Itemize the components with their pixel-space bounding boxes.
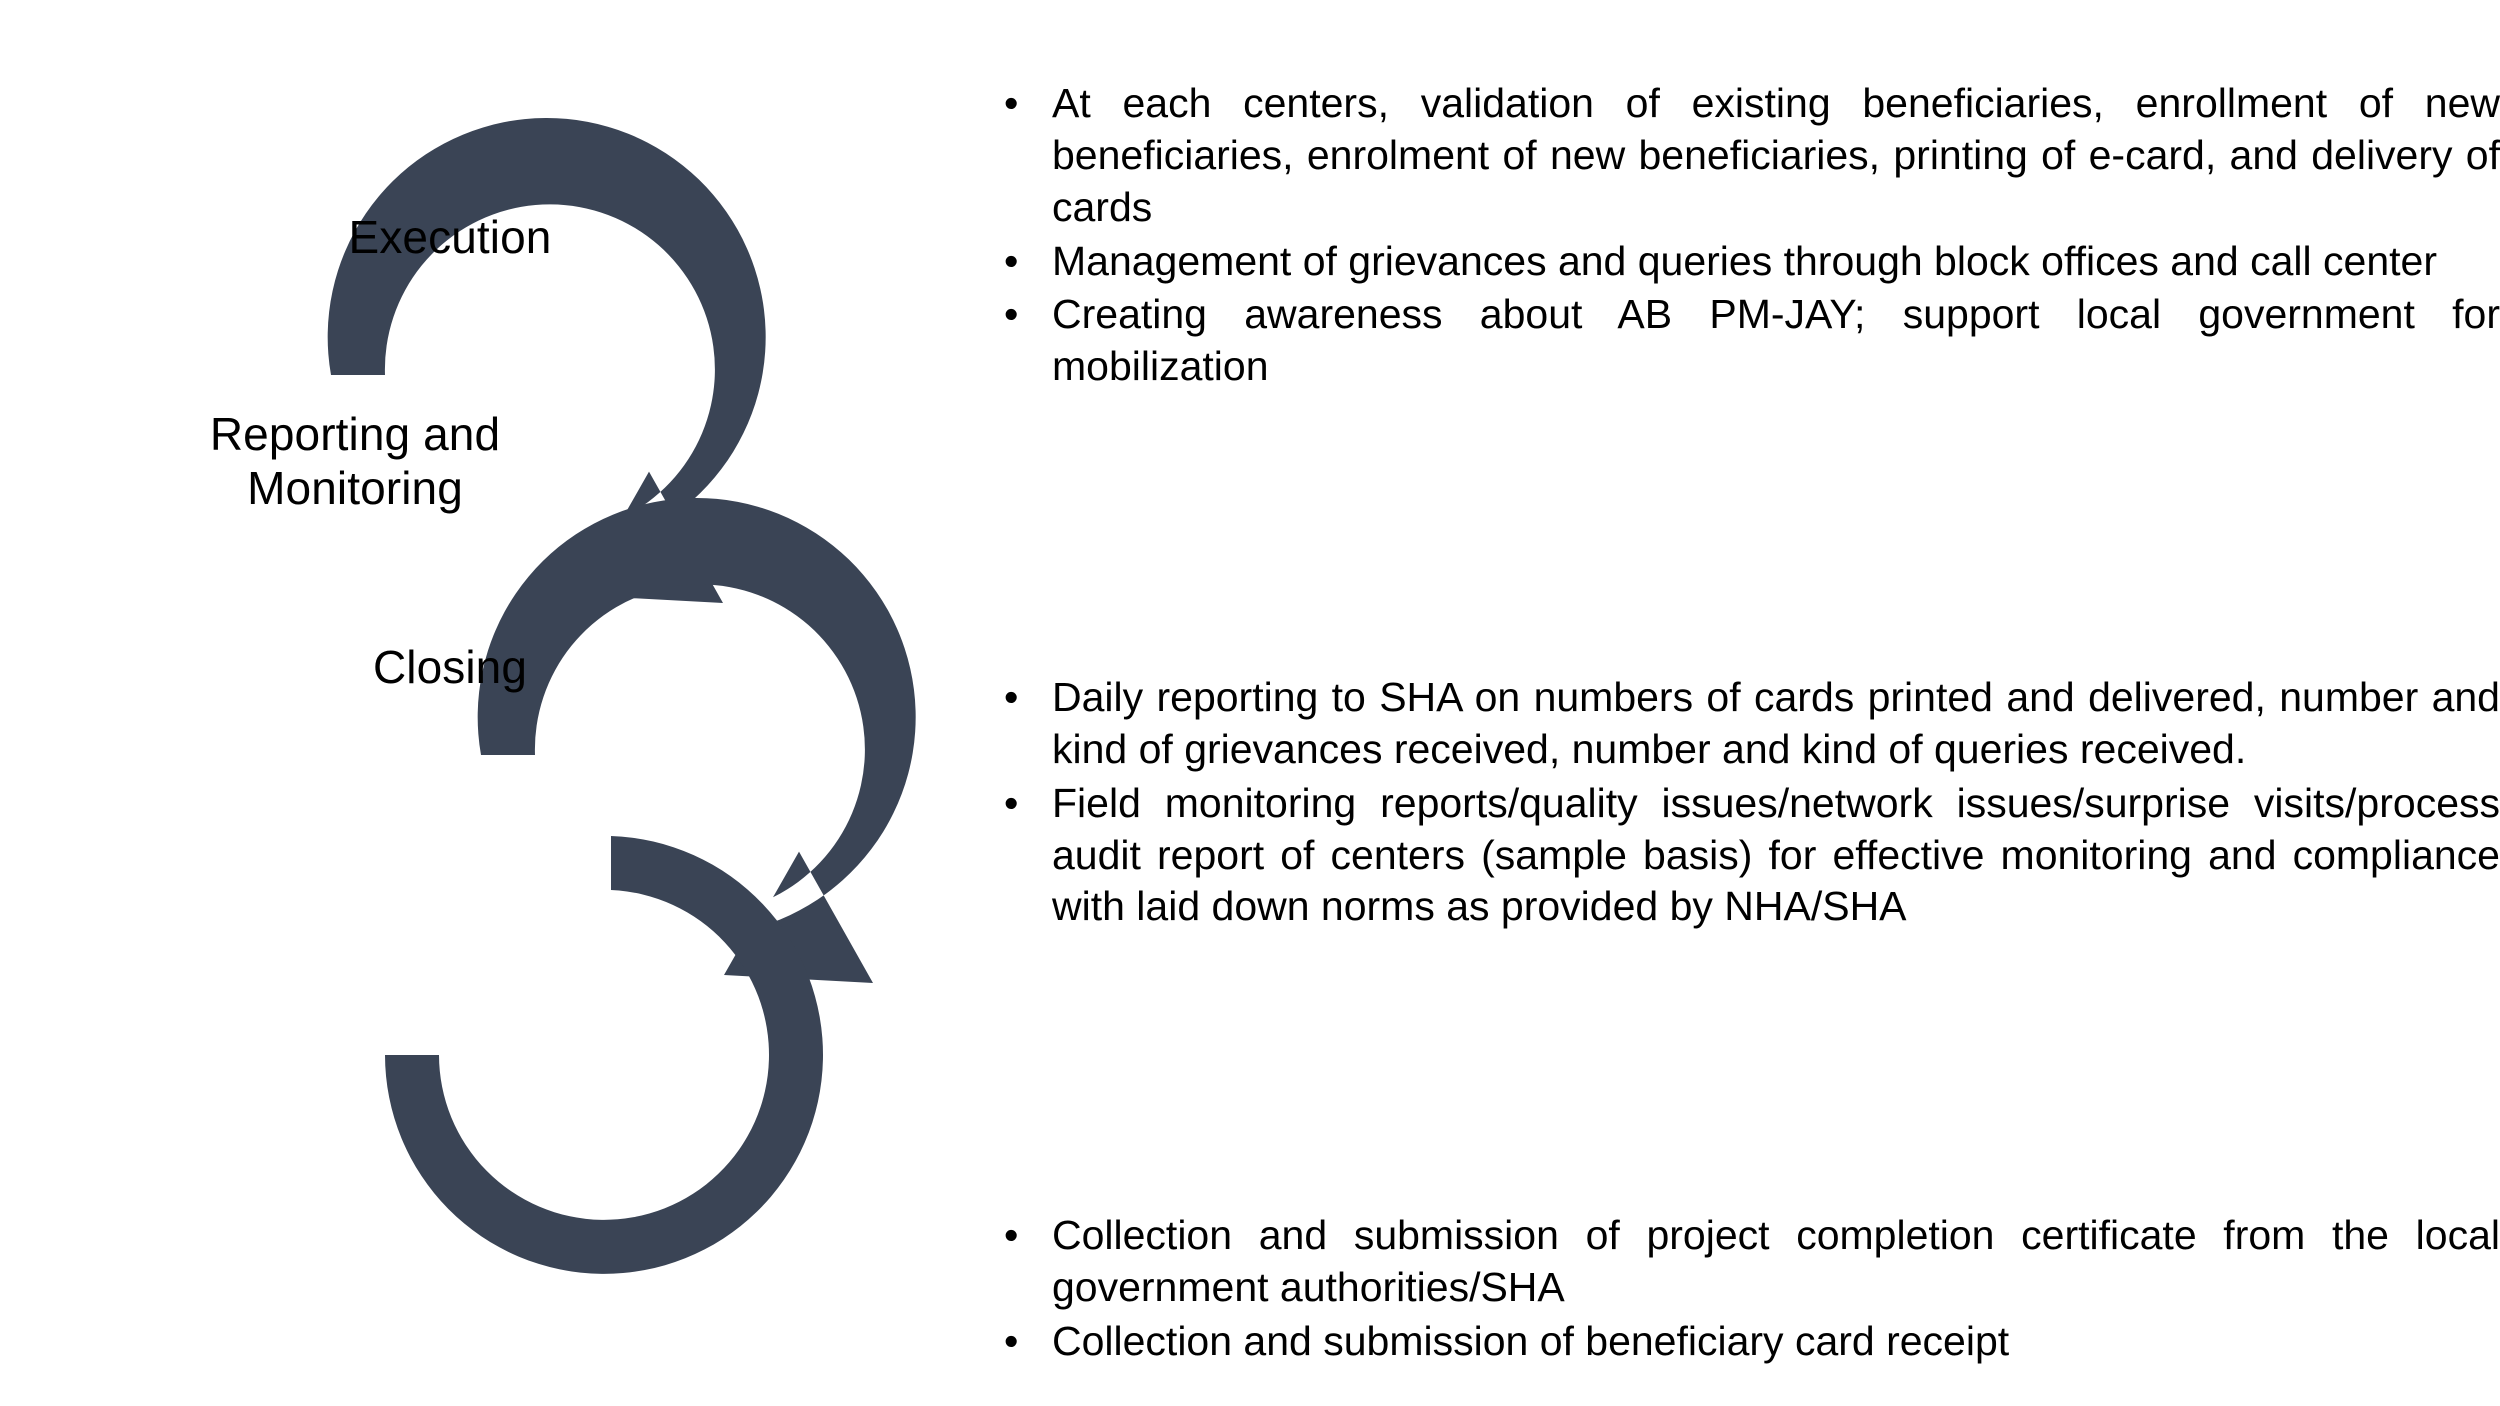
list-item-text: Management of grievances and queries thr… [1052,237,2437,284]
reporting-arc-arrow [477,497,916,983]
cycle-diagram: Execution Reporting and Monitoring Closi… [130,55,916,1355]
list-item-text: Collection and submission of project com… [1052,1212,2500,1310]
list-item-text: Field monitoring reports/quality issues/… [1052,779,2500,930]
list-item-text: Creating awareness about AB PM-JAY; supp… [1052,291,2500,390]
cycle-arrows [327,117,916,1274]
bullet-list-closing: • Collection and submission of project c… [990,1210,2500,1368]
stage-label-execution: Execution [348,211,552,263]
stage-label-reporting-and-monitoring: Reporting and Monitoring [209,408,501,515]
bullet-dot-icon: • [1004,237,1019,284]
list-item: • Daily reporting to SHA on numbers of c… [990,672,2500,776]
list-item: • Collection and submission of project c… [990,1210,2500,1314]
bullet-group-closing: • Collection and submission of project c… [990,1210,2500,1370]
bullet-dot-icon: • [1004,1317,1019,1364]
cycle-diagram-svg [327,117,916,1274]
bullet-list-reporting: • Daily reporting to SHA on numbers of c… [990,672,2500,933]
list-item-text: Collection and submission of beneficiary… [1052,1317,2010,1364]
list-item: • Creating awareness about AB PM-JAY; su… [990,289,2500,393]
list-item-text: Daily reporting to SHA on numbers of car… [1052,674,2500,772]
list-item: • Management of grievances and queries t… [990,236,2500,288]
list-item: • Collection and submission of beneficia… [990,1316,2500,1368]
bullet-dot-icon: • [1004,80,1019,126]
bullet-dot-icon: • [1004,779,1019,826]
list-item: • At each centers, validation of existin… [990,78,2500,234]
bullet-list-execution: • At each centers, validation of existin… [990,78,2500,393]
list-item: • Field monitoring reports/quality issue… [990,778,2500,934]
bullet-group-execution: • At each centers, validation of existin… [990,78,2500,395]
bullet-dot-icon: • [1004,674,1019,720]
bullet-group-reporting: • Daily reporting to SHA on numbers of c… [990,672,2500,935]
stage-label-closing: Closing [372,641,528,693]
bullet-dot-icon: • [1004,1212,1019,1258]
content-column: • At each centers, validation of existin… [990,0,2500,1406]
list-item-text: At each centers, validation of existing … [1052,80,2500,230]
execution-arc-arrow [327,117,766,603]
bullet-dot-icon: • [1004,291,1019,338]
closing-arc-ring [385,836,823,1274]
